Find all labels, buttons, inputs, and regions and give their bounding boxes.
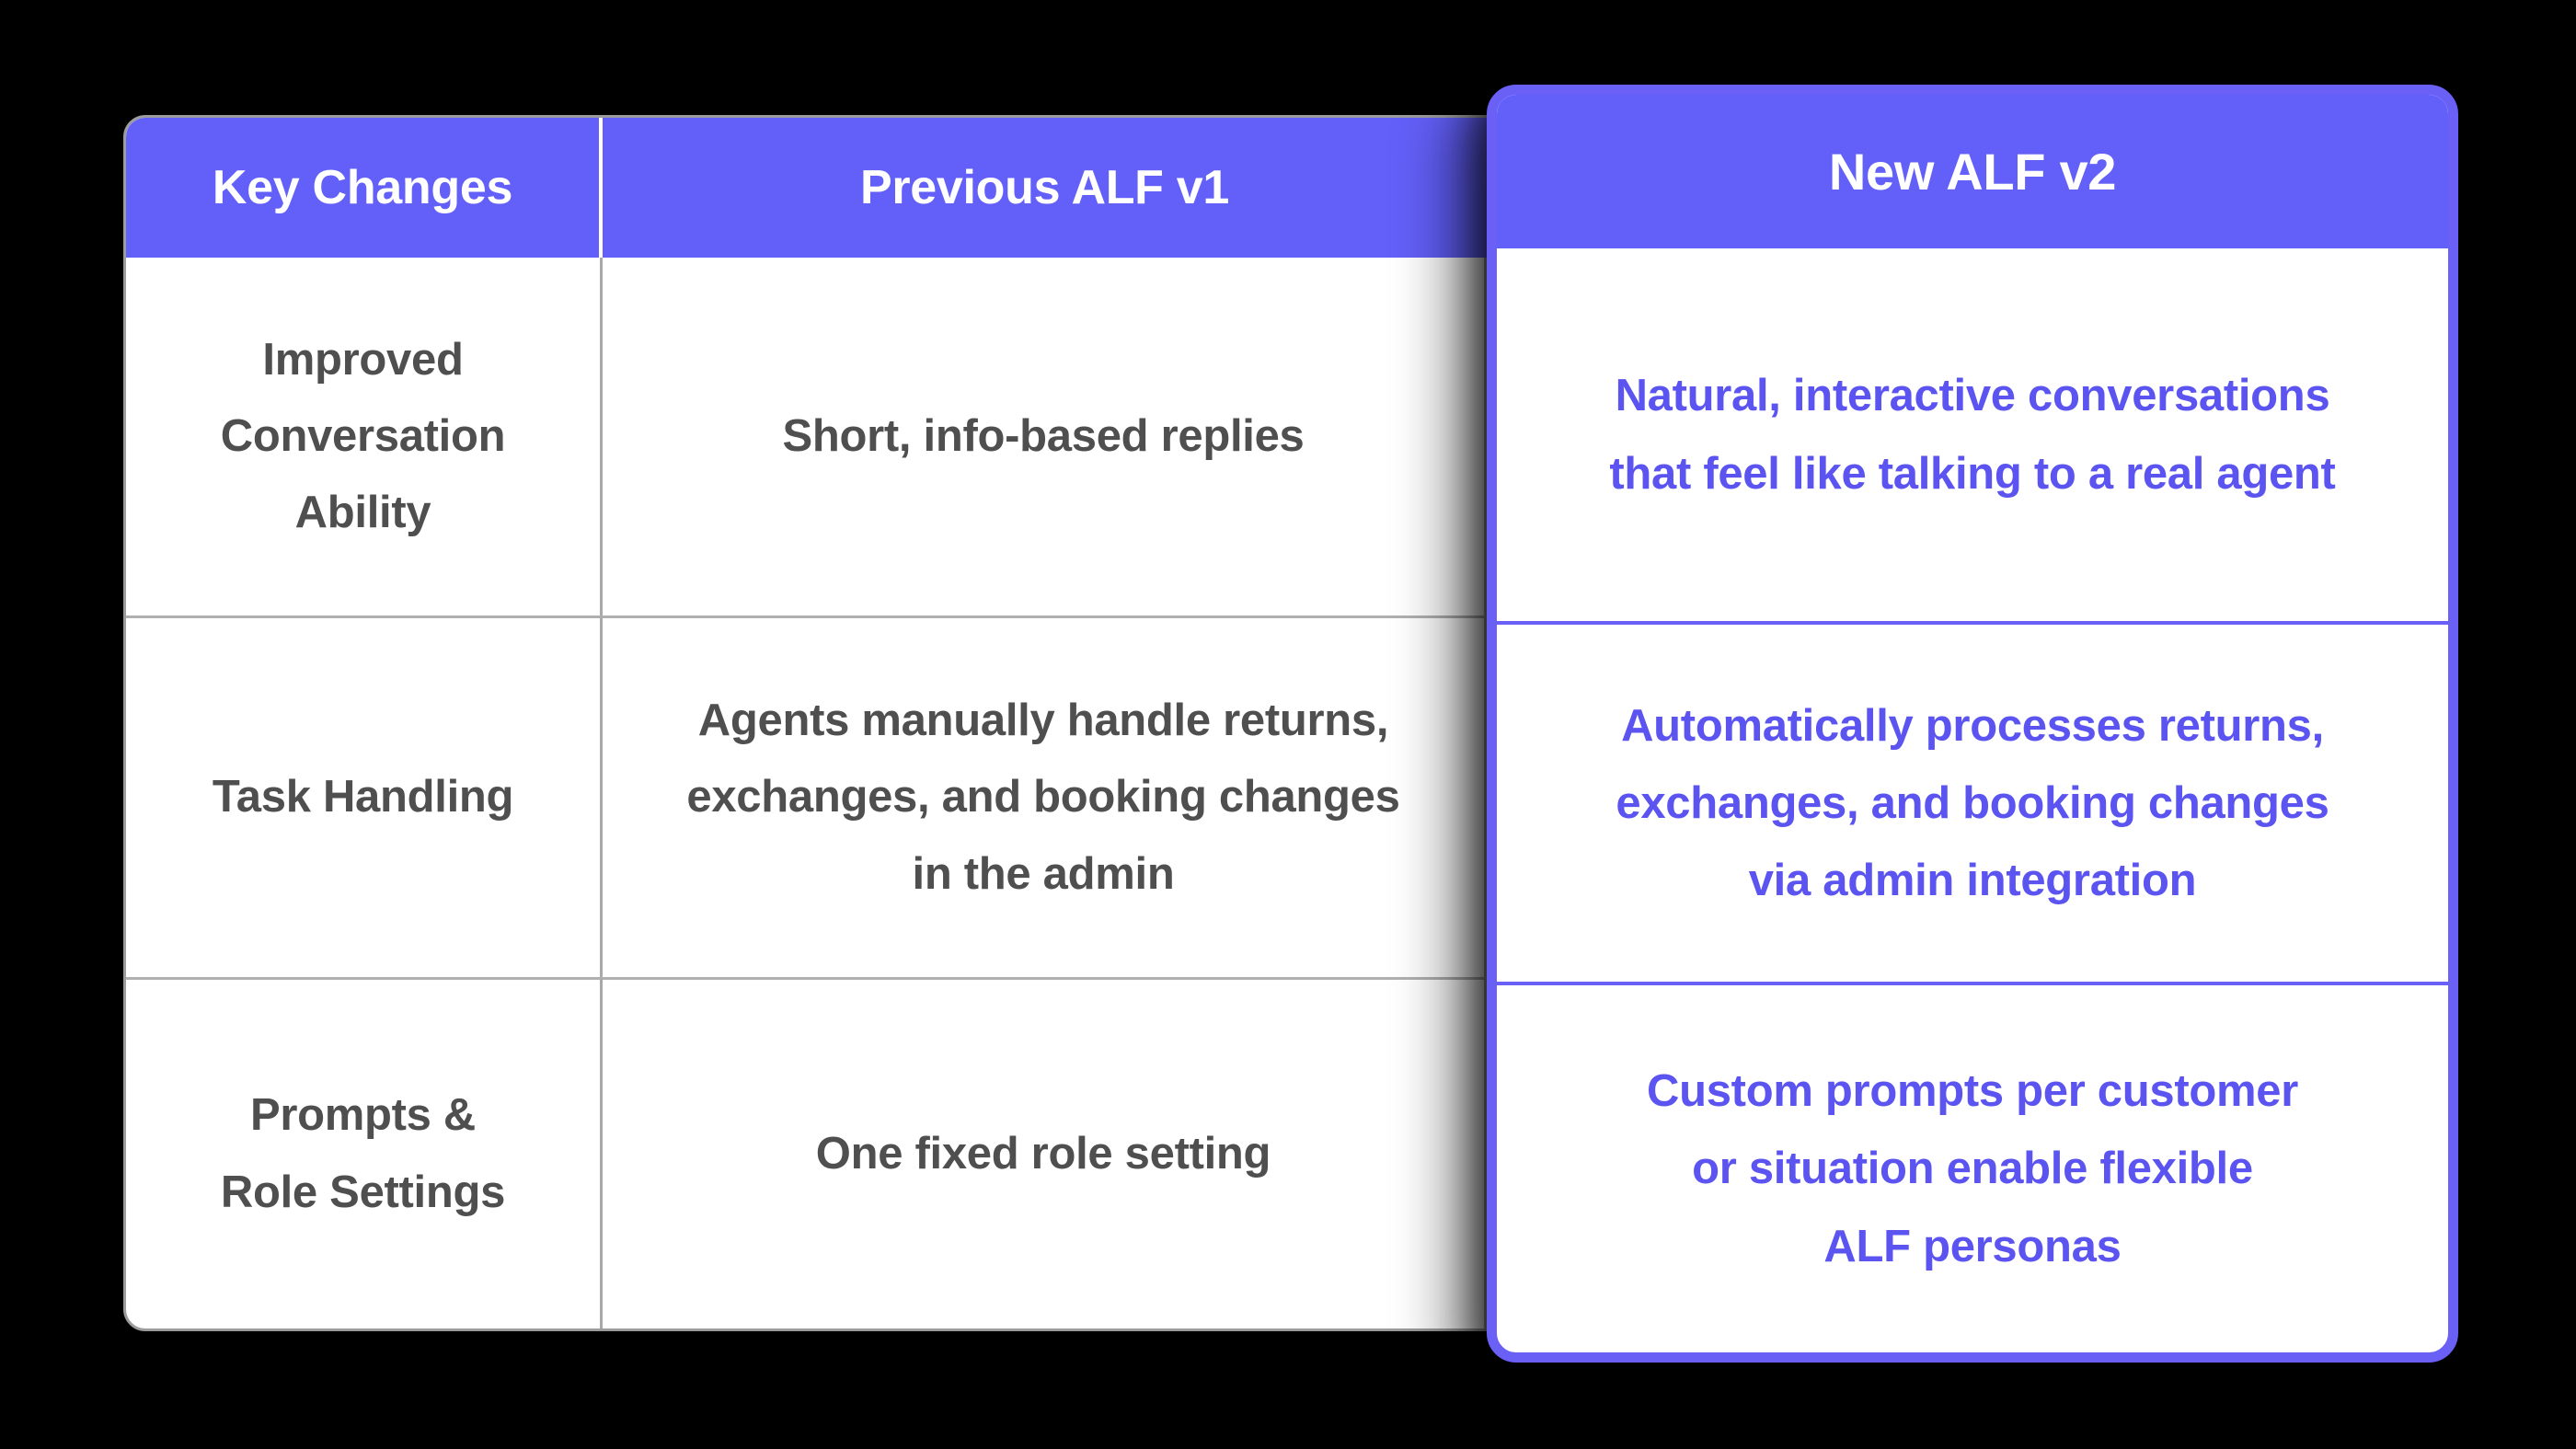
card-header-new-alf-v2-label: New ALF v2 <box>1828 143 2117 201</box>
new-alf-v2-card: New ALF v2 Natural, interactive conversa… <box>1487 85 2458 1363</box>
column-header-previous-alf-v1: Previous ALF v1 <box>603 118 1487 258</box>
card-header-new-alf-v2: New ALF v2 <box>1497 95 2448 248</box>
card-cell-natural-interactive-conversations: Natural, interactive conversations that … <box>1609 371 2336 499</box>
cell-key-prompts-role-settings: Prompts & Role Settings <box>126 977 603 1328</box>
cell-v1-one-fixed-role-setting: One fixed role setting <box>603 977 1487 1328</box>
column-header-key-changes-label: Key Changes <box>212 161 513 214</box>
cell-v1-short-info-based-replies: Short, info-based replies <box>603 258 1487 615</box>
cell-key-task-handling: Task Handling <box>126 615 603 977</box>
column-header-key-changes: Key Changes <box>126 118 603 258</box>
cell-key-improved-conversation-ability: Improved Conversation Ability <box>126 258 603 615</box>
card-cell-custom-prompts-per-customer: Custom prompts per customer or situation… <box>1497 982 2448 1352</box>
cell-v1-agents-manually-handle: Agents manually handle returns, exchange… <box>603 615 1487 977</box>
card-cell-automatically-processes-returns: Automatically processes returns, exchang… <box>1497 621 2448 982</box>
column-header-previous-alf-v1-label: Previous ALF v1 <box>859 161 1230 214</box>
